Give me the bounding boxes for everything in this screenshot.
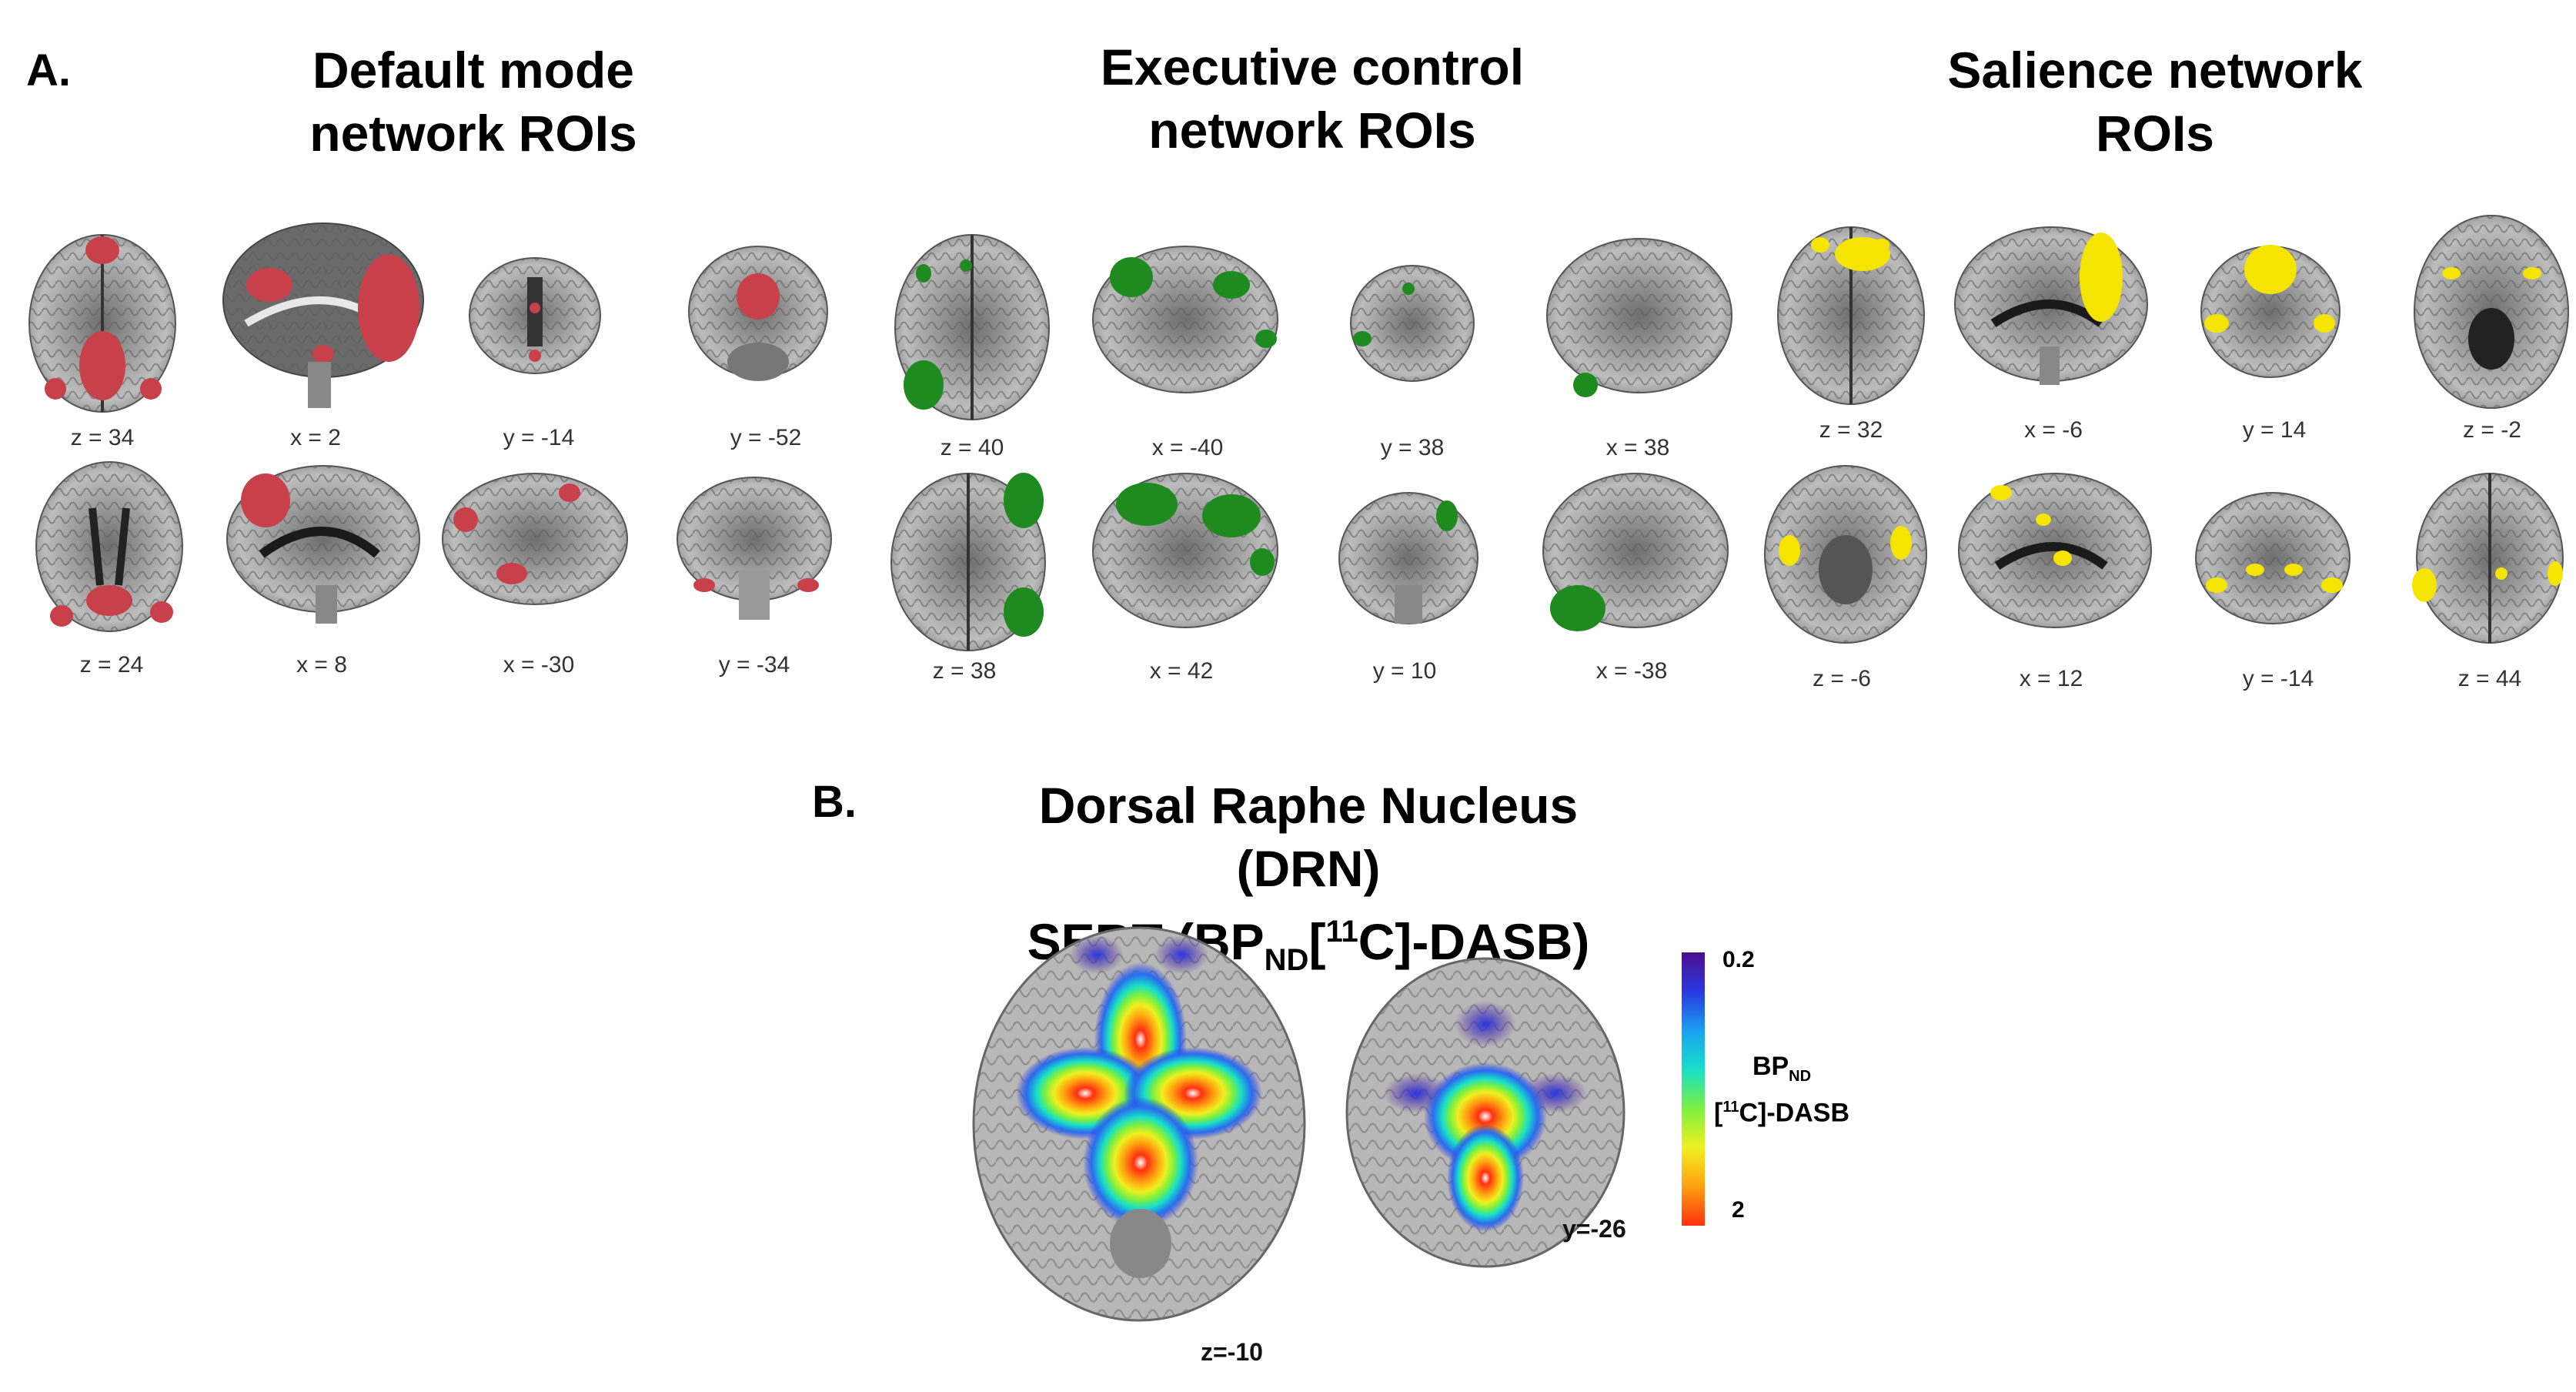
coord-label: y = -34 [718, 652, 790, 678]
coord-label: x = 8 [296, 652, 347, 678]
axial-coord: z=-10 [1201, 1338, 1263, 1366]
dmn-slice-z24 [35, 461, 183, 632]
ecn-slice-x42 [1092, 473, 1278, 628]
coord-label: x = -6 [2024, 417, 2083, 443]
coord-label: y = 38 [1380, 435, 1445, 460]
salience-slice-z-6 [1764, 465, 1927, 644]
coord-label: z = 40 [940, 435, 1004, 460]
salience-slice-z44 [2412, 473, 2564, 644]
coord-label: y = -14 [503, 425, 575, 450]
coord-label: x = 2 [290, 425, 341, 450]
dmn-slice-x-30 [442, 473, 628, 605]
salience-slice-y-14 [2195, 492, 2350, 624]
salience-slice-z32 [1777, 226, 1925, 405]
dmn-slice-z34 [28, 234, 176, 413]
coord-label: x = -40 [1151, 435, 1224, 460]
coord-label: y = 14 [2242, 417, 2307, 443]
salience-slice-z-2 [2414, 215, 2569, 409]
salience-slice-y14 [2200, 245, 2340, 378]
colorbar-label: BPND [11C]-DASB [1713, 1052, 1850, 1128]
coord-label: z = 38 [932, 658, 997, 684]
coord-label: y = -14 [2242, 666, 2314, 691]
salience-slice-x-6 [1954, 226, 2148, 385]
colorbar [1682, 952, 1705, 1226]
network-roi-slices [28, 215, 2569, 651]
coronal-coord: y=-26 [1562, 1215, 1626, 1243]
panel-a-label: A. [26, 45, 71, 95]
drn-coronal-slice [1345, 957, 1625, 1268]
dmn-slice-y-34 [677, 477, 832, 620]
dmn-title: Default mode network ROIs [309, 42, 637, 162]
ecn-slice-x-40 [1092, 246, 1278, 393]
drn-title-line1: Dorsal Raphe Nucleus (DRN) [1038, 777, 1579, 897]
coord-label: x = -38 [1595, 658, 1668, 684]
colorbar-max-label: 0.2 [1722, 947, 1755, 972]
coord-label: x = 38 [1605, 435, 1670, 460]
coord-label: z = -2 [2463, 417, 2521, 443]
dmn-slice-x2 [222, 223, 424, 408]
coord-label: x = 42 [1149, 658, 1214, 684]
coord-label: x = 12 [2019, 666, 2083, 691]
dmn-slice-y-52 [688, 246, 828, 381]
ecn-slice-x38 [1546, 238, 1732, 397]
ecn-slice-z40 [894, 234, 1050, 420]
colorbar-min-label: 2 [1732, 1197, 1745, 1223]
coord-label: z = 44 [2457, 666, 2522, 691]
ecn-slice-z38 [890, 473, 1046, 651]
salience-slice-x12 [1958, 473, 2152, 628]
coord-label: y = 10 [1372, 658, 1437, 684]
coord-label: y = -52 [730, 425, 802, 450]
coord-label: x = -30 [503, 652, 575, 678]
ecn-slice-y10 [1338, 492, 1478, 624]
ecn-title: Executive control network ROIs [1100, 38, 1525, 159]
panel-b-label: B. [812, 777, 857, 827]
drn-sert-maps [972, 926, 1625, 1322]
salience-title: Salience network ROIs [1947, 42, 2363, 162]
ecn-slice-x-38 [1542, 473, 1729, 631]
dmn-slice-y-14 [469, 257, 601, 374]
dmn-slice-x8 [226, 465, 420, 624]
drn-axial-slice [972, 926, 1306, 1322]
coord-label: z = 34 [70, 425, 135, 450]
coord-label: z = 32 [1819, 417, 1883, 443]
coord-label: z = 24 [79, 652, 144, 678]
ecn-slice-y38 [1350, 265, 1475, 382]
coord-label: z = -6 [1813, 666, 1871, 691]
